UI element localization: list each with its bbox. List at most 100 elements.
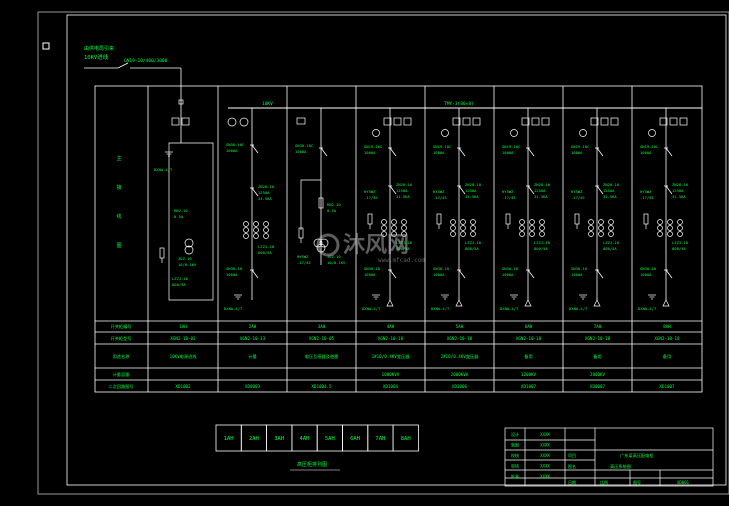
disconnector-rating: 1000A — [433, 150, 445, 155]
table-row-header: 二次回路图号 — [108, 383, 133, 390]
pt-fuse-label: RN2-10 — [327, 202, 341, 207]
meter-icon — [472, 117, 481, 126]
meter-icon — [669, 117, 678, 126]
feeder-panel: GN19-10C1000AZN28-101250A31.5KAHY5WZ-17/… — [638, 108, 689, 311]
arrester-icon — [367, 213, 373, 225]
meter-icon — [171, 117, 180, 126]
meter-group — [383, 117, 412, 126]
incoming-ct-label: LZZJ-10 — [172, 276, 189, 281]
left-side-char: 主 — [116, 155, 121, 162]
current-transformer-icon — [401, 225, 407, 231]
current-transformer-icon — [450, 231, 456, 237]
breaker-icon — [665, 147, 673, 157]
grounding-label: DXNA-4/T — [638, 306, 657, 311]
ammeter-icon — [372, 129, 380, 137]
grounding-switch-rating: 1000A — [364, 272, 376, 277]
layout-cabinet-label: 5AH — [325, 436, 335, 442]
metering-grounding-label: DXNA-4/T — [224, 306, 243, 311]
table-cell: 6AH — [525, 324, 533, 329]
ct-label: LZZJ-10 — [672, 240, 689, 245]
table-cell: XD0007 — [590, 384, 606, 389]
table-row-header: 开关柜编号 — [111, 323, 132, 330]
current-transformer-icon — [608, 231, 614, 237]
current-transformer-icon — [391, 225, 397, 231]
layout-cabinet-label: 1AH — [224, 436, 234, 442]
incoming-label-1: 由供电局引来 — [84, 45, 114, 52]
disconnector-rating: 1000A — [640, 150, 652, 155]
main-panel-grid — [94, 85, 703, 393]
current-transformer-icon — [243, 233, 249, 239]
arrester-icon — [574, 213, 580, 225]
title-value: XXXX — [540, 474, 550, 479]
ct-label: LZZJ-10 — [465, 240, 482, 245]
incoming-loop — [168, 142, 214, 301]
meter-icon — [610, 117, 619, 126]
ct-ratio: 800/5A — [603, 246, 617, 251]
table-cell: XD1006 — [452, 384, 468, 389]
current-transformer-icon — [253, 221, 259, 227]
breaker-icon — [458, 147, 466, 157]
current-transformer-icon — [470, 225, 476, 231]
current-transformer-icon — [450, 219, 456, 225]
meter-group — [452, 117, 481, 126]
current-transformer-icon — [608, 225, 614, 231]
current-transformer-icon — [598, 219, 604, 225]
grounding-switch-rating: 1000A — [640, 272, 652, 277]
meter-icon — [541, 117, 550, 126]
ct-ratio: 800/5A — [672, 246, 686, 251]
current-transformer-icon — [598, 231, 604, 237]
metering-disconnector: GN30-10C — [226, 142, 244, 147]
incoming-panel: DXNA-4/TRN2-100.5AJDZ-1010/0.1KVLZZJ-108… — [154, 99, 214, 301]
table-row-header: 计量容量 — [113, 371, 130, 378]
table-cell: XD1002 — [175, 384, 191, 389]
grounding-label: DXNA-4/T — [362, 306, 381, 311]
metering-grounding-switch: GN30-10 — [226, 266, 243, 271]
current-transformer-icon — [588, 225, 594, 231]
arrester-icon — [505, 213, 511, 225]
switchgear-panels: GN19-10C1000AZN28-101250A31.5KAHY5WZ-17/… — [154, 99, 689, 311]
ammeter-icon — [510, 129, 518, 137]
current-transformer-icon — [381, 219, 387, 225]
layout-cabinet-label: 8AH — [401, 436, 411, 442]
metering-ct-ratio: 800/5A — [258, 250, 272, 255]
layout-cabinet-label: 6AH — [350, 436, 360, 442]
table-cell: XGN2-10-18 — [654, 336, 680, 341]
title-label: 批准 — [511, 473, 519, 479]
breaker-kA: 31.5KA — [603, 194, 617, 199]
corner-marker — [42, 42, 50, 50]
grounding-switch-label: GN30-10 — [640, 266, 657, 271]
current-transformer-icon — [470, 219, 476, 225]
metering-breaker-label: ZN28-10 — [258, 184, 275, 189]
breaker-rating: 1250A — [672, 188, 684, 193]
current-transformer-icon — [677, 231, 683, 237]
breaker-kA: 31.5KA — [396, 194, 410, 199]
title-value: XXXX — [540, 453, 550, 458]
pt-icon — [319, 238, 329, 248]
arrester-rating: -17/45 — [364, 195, 378, 200]
title-label: 校核 — [511, 452, 519, 458]
table-cell: 10KV电源进线 — [170, 353, 198, 360]
current-transformer-icon — [539, 219, 545, 225]
metering-breaker-kA: 31.5KA — [258, 196, 272, 201]
current-transformer-icon — [588, 231, 594, 237]
table-cell: 2000KV — [590, 372, 606, 377]
current-transformer-icon — [529, 225, 535, 231]
incoming-terminal — [178, 99, 184, 105]
feeder-panel: GN19-10C1000AZN28-101250A31.5KAHY5WZ-17/… — [431, 108, 482, 311]
current-transformer-icon — [519, 225, 525, 231]
current-transformer-icon — [470, 231, 476, 237]
table-cell: 2000KVA — [451, 372, 469, 377]
meter-icon — [452, 117, 461, 126]
grounding-switch-label: GN30-10 — [364, 266, 381, 271]
metering-breaker-rating: 1250A — [258, 190, 270, 195]
pt-icon — [313, 238, 323, 248]
table-cell: 计量 — [248, 353, 256, 360]
breaker-rating: 1250A — [603, 188, 615, 193]
pt-icon — [184, 238, 194, 248]
bus-right-label: TMY-3(80×8) — [444, 101, 474, 107]
breaker-label: ZN28-10 — [396, 182, 413, 187]
watermark-logo-icon — [316, 233, 340, 257]
breaker-icon — [251, 144, 259, 154]
disconnector-label: GN19-10C — [433, 144, 451, 149]
breaker-icon — [251, 187, 259, 197]
